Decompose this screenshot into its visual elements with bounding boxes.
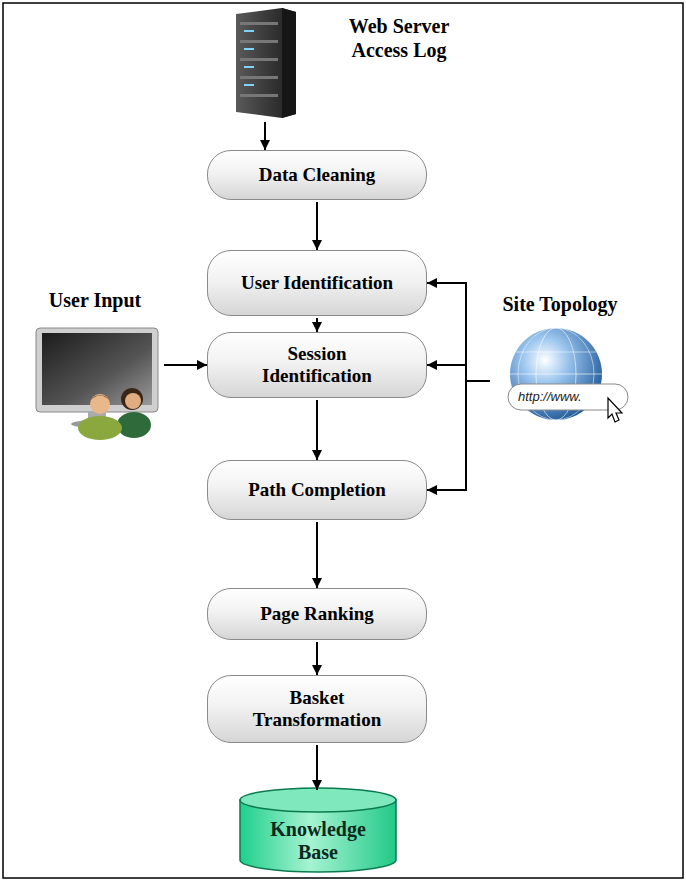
node-label: Basket Transformation bbox=[230, 687, 405, 731]
node-label: User Identification bbox=[241, 272, 393, 294]
database-node: Knowledge Base bbox=[240, 790, 396, 872]
flow-arrow bbox=[316, 745, 318, 790]
flow-arrow bbox=[164, 364, 207, 366]
node-label: Path Completion bbox=[248, 479, 386, 501]
process-box: User Identification bbox=[207, 250, 427, 316]
flow-arrow bbox=[427, 381, 490, 490]
process-box: Session Identification bbox=[207, 332, 427, 398]
topology-node: Site Topology bbox=[490, 326, 630, 424]
process-box: Path Completion bbox=[207, 460, 427, 520]
node-label: Data Cleaning bbox=[259, 164, 376, 186]
server-node: Web Server Access Log bbox=[232, 4, 298, 120]
process-box: Basket Transformation bbox=[207, 675, 427, 743]
node-label: Page Ranking bbox=[260, 603, 374, 625]
flow-arrow bbox=[316, 522, 318, 588]
node-heading: Site Topology bbox=[470, 292, 650, 316]
input-node: User Input bbox=[32, 326, 162, 436]
process-box: Page Ranking bbox=[207, 588, 427, 640]
flow-arrow bbox=[264, 122, 266, 150]
node-heading: Web Server Access Log bbox=[324, 14, 474, 62]
node-label: Session Identification bbox=[237, 343, 397, 387]
flow-arrow bbox=[316, 642, 318, 675]
server-picture bbox=[236, 8, 296, 118]
flow-arrow bbox=[316, 202, 318, 250]
database-cylinder bbox=[240, 788, 396, 872]
frame bbox=[3, 3, 683, 878]
process-box: Data Cleaning bbox=[207, 150, 427, 200]
flow-arrow bbox=[316, 400, 318, 460]
node-label: Knowledge Base bbox=[248, 818, 388, 864]
flow-arrow bbox=[316, 318, 318, 332]
user-picture bbox=[36, 328, 158, 440]
url-text: http://www. bbox=[518, 389, 582, 405]
topology-picture bbox=[508, 328, 628, 422]
node-heading: User Input bbox=[20, 288, 170, 312]
flow-arrow bbox=[427, 283, 490, 381]
flow-arrow bbox=[427, 365, 490, 381]
